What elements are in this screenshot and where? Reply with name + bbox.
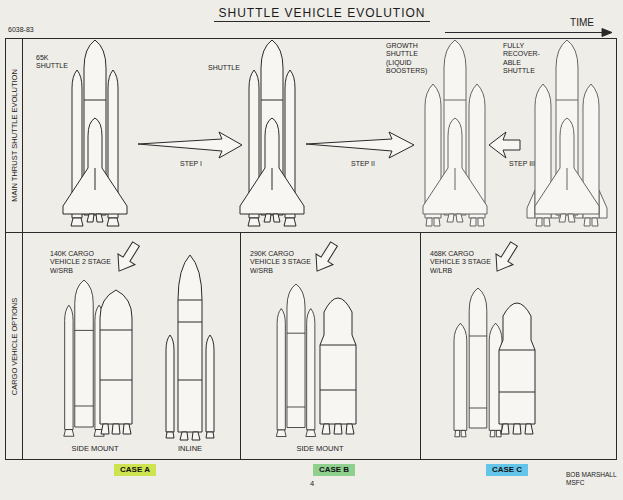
author-note: BOB MARSHALL MSFC [566, 471, 618, 487]
step-arrow [306, 132, 414, 158]
case-band: CASE A [114, 464, 156, 477]
case-band: CASE B [313, 464, 355, 477]
growth-shuttle [423, 40, 487, 226]
mount-label: SIDE MOUNT [62, 444, 128, 453]
mount-label: INLINE [157, 444, 223, 453]
row-label: MAIN THRUST SHUTTLE EVOLUTION [9, 40, 18, 230]
page-number: 4 [305, 479, 319, 488]
shuttle-65k [63, 40, 127, 226]
drawing-number: 6038-83 [8, 26, 58, 34]
cargo-label: 468K CARGO VEHICLE 3 STAGE W/LRB [430, 250, 496, 275]
diagram-title: SHUTTLE VEHICLE EVOLUTION [214, 6, 429, 22]
shuttle [240, 40, 304, 226]
case-label: CASE A [120, 466, 150, 475]
mount-label: SIDE MOUNT [287, 444, 353, 453]
vehicle-label: GROWTH SHUTTLE (LIQUID BOOSTERS) [386, 42, 432, 76]
callout-arrow [489, 239, 523, 277]
case-band: CASE C [486, 464, 528, 477]
case-label: CASE B [319, 466, 349, 475]
cargo-label: 290K CARGO VEHICLE 3 STAGE W/SRB [250, 250, 316, 275]
cargo-side-mount [64, 280, 132, 436]
step-label: STEP II [338, 160, 388, 168]
case-label: CASE C [492, 466, 522, 475]
row-label: CARGO VEHICLE OPTIONS [9, 251, 18, 441]
cargo-side-mount [454, 288, 535, 437]
callout-arrow [111, 239, 145, 277]
step-label: STEP III [498, 160, 546, 168]
vehicle-label: SHUTTLE [208, 64, 248, 72]
recoverable-shuttle [527, 40, 607, 226]
step-arrow [138, 132, 242, 158]
callout-arrow [309, 239, 343, 277]
time-arrowhead [602, 29, 612, 37]
step-label: STEP I [168, 160, 214, 168]
vehicle-label: 65K SHUTTLE [36, 54, 70, 71]
frame [6, 33, 617, 460]
cargo-label: 140K CARGO VEHICLE 2 STAGE W/SRB [50, 250, 116, 275]
vehicle-label: FULLY RECOVER- ABLE SHUTTLE [503, 42, 549, 76]
cargo-inline [166, 255, 214, 440]
time-label: TIME [560, 17, 604, 29]
cargo-side-mount [276, 284, 356, 437]
step-arrow [489, 132, 520, 158]
